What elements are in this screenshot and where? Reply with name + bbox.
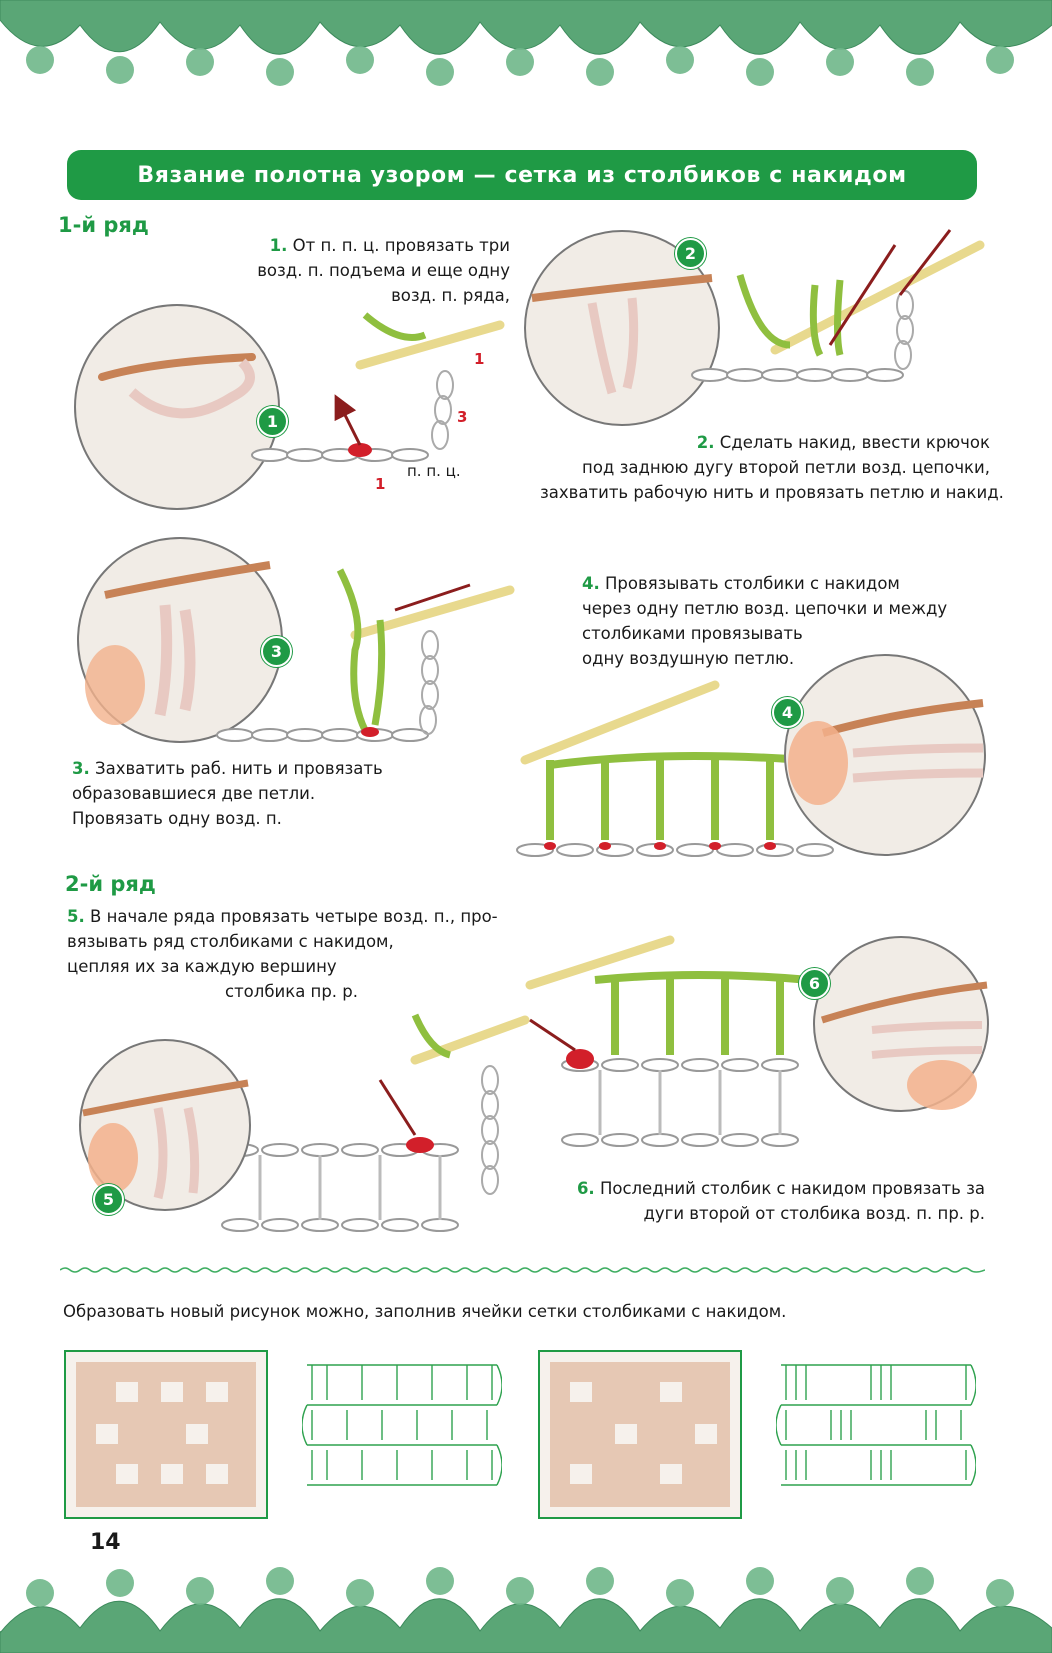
step-5-line-3: цепляя их за каждую вершину: [67, 957, 337, 976]
step-6-text: 6. Последний столбик с накидом провязать…: [535, 1176, 985, 1226]
step-1-line-3: возд. п. ряда,: [391, 286, 510, 305]
step-6-line-2: дуги второй от столбика возд. п. пр. р.: [643, 1204, 985, 1223]
step-3-badge: 3: [261, 636, 292, 667]
arrow-icon: [334, 394, 362, 446]
row-1-heading: 1-й ряд: [58, 213, 149, 237]
step-1-photo-inset: [74, 304, 280, 510]
top-lace-border: [0, 0, 1052, 86]
step-1-marker-3: 3: [457, 408, 468, 426]
step-5-line-4: столбика пр. р.: [225, 982, 359, 1001]
step-5-photo-inset: [79, 1039, 251, 1211]
step-5-badge: 5: [93, 1184, 124, 1215]
swatch-photo-2: [538, 1350, 742, 1519]
step-1-marker-1-top: 1: [474, 350, 485, 368]
step-5-line-1: В начале ряда провязать четыре возд. п.,…: [90, 907, 498, 926]
step-6-photo-inset: [813, 936, 989, 1112]
step-1-text: 1. От п. п. ц. провязать три возд. п. по…: [240, 233, 510, 308]
swatch-photo-1: [64, 1350, 268, 1519]
step-2-line-2: под заднюю дугу второй петли возд. цепоч…: [582, 458, 990, 477]
pattern-note: Образовать новый рисунок можно, заполнив…: [63, 1302, 787, 1321]
crochet-hook-icon: [410, 1015, 530, 1065]
crochet-hook-icon: [770, 240, 985, 355]
step-4-diagram: [516, 680, 834, 857]
crochet-hook-icon: [520, 680, 720, 765]
section-divider: [60, 1267, 985, 1273]
step-3-line-3: Провязать одну возд. п.: [72, 809, 282, 828]
step-2-number: 2.: [696, 433, 715, 452]
step-3-number: 3.: [72, 759, 90, 778]
step-4-line-3: столбиками провязывать: [582, 624, 803, 643]
bottom-lace-border: [0, 1567, 1052, 1653]
stitch-chart-1: [302, 1364, 502, 1486]
step-1-line-1: От п. п. ц. провязать три: [292, 236, 510, 255]
arrow-icon: [529, 1018, 576, 1052]
row-2-heading: 2-й ряд: [65, 872, 156, 896]
crochet-hook-icon: [355, 320, 505, 370]
step-5-line-2: вязывать ряд столбиками с накидом,: [67, 932, 394, 951]
step-3-photo-inset: [77, 537, 283, 743]
step-3-diagram: [216, 568, 515, 742]
step-4-line-4: одну воздушную петлю.: [582, 649, 795, 668]
step-1-marker-1-bottom: 1: [375, 475, 386, 493]
arrow-icon: [828, 244, 897, 346]
step-4-badge: 4: [772, 697, 803, 728]
step-3-line-2: образовавшиеся две петли.: [72, 784, 316, 803]
arrow-icon: [378, 1079, 417, 1136]
stitch-chart-2: [776, 1364, 976, 1486]
step-5-diagram: [221, 1013, 530, 1232]
crochet-hook-icon: [525, 935, 675, 990]
step-2-badge: 2: [675, 238, 706, 269]
step-6-diagram: [525, 935, 811, 1147]
step-4-line-1: Провязывать столбики с накидом: [605, 574, 900, 593]
page-title: Вязание полотна узором — сетка из столби…: [67, 150, 977, 200]
step-6-badge: 6: [799, 968, 830, 999]
step-5-number: 5.: [67, 907, 85, 926]
step-1-label-ppc: п. п. ц.: [407, 462, 461, 480]
arrow-icon: [898, 229, 952, 296]
step-4-photo-inset: [784, 654, 986, 856]
step-2-diagram: [691, 229, 985, 382]
step-6-number: 6.: [576, 1179, 595, 1198]
step-2-line-1: Сделать накид, ввести крючок: [719, 433, 990, 452]
step-2-line-3: захватить рабочую нить и провязать петлю…: [540, 483, 1004, 502]
step-1-line-2: возд. п. подъема и еще одну: [257, 261, 510, 280]
page-number: 14: [90, 1530, 121, 1555]
step-4-number: 4.: [582, 574, 600, 593]
step-3-text: 3. Захватить раб. нить и провязать образ…: [72, 756, 392, 831]
step-6-line-1: Последний столбик с накидом провязать за: [599, 1179, 985, 1198]
step-5-text: 5. В начале ряда провязать четыре возд. …: [67, 904, 507, 1004]
arrow-icon: [394, 583, 471, 612]
step-1-badge: 1: [257, 406, 288, 437]
step-1-number: 1.: [269, 236, 288, 255]
step-4-line-2: через одну петлю возд. цепочки и между: [582, 599, 948, 618]
step-3-line-1: Захватить раб. нить и провязать: [95, 759, 383, 778]
step-4-text: 4. Провязывать столбики с накидом через …: [582, 571, 962, 671]
step-1-diagram: [251, 312, 505, 462]
step-2-photo-inset: [524, 230, 720, 426]
step-2-text: 2. Сделать накид, ввести крючок под задн…: [540, 430, 1004, 505]
